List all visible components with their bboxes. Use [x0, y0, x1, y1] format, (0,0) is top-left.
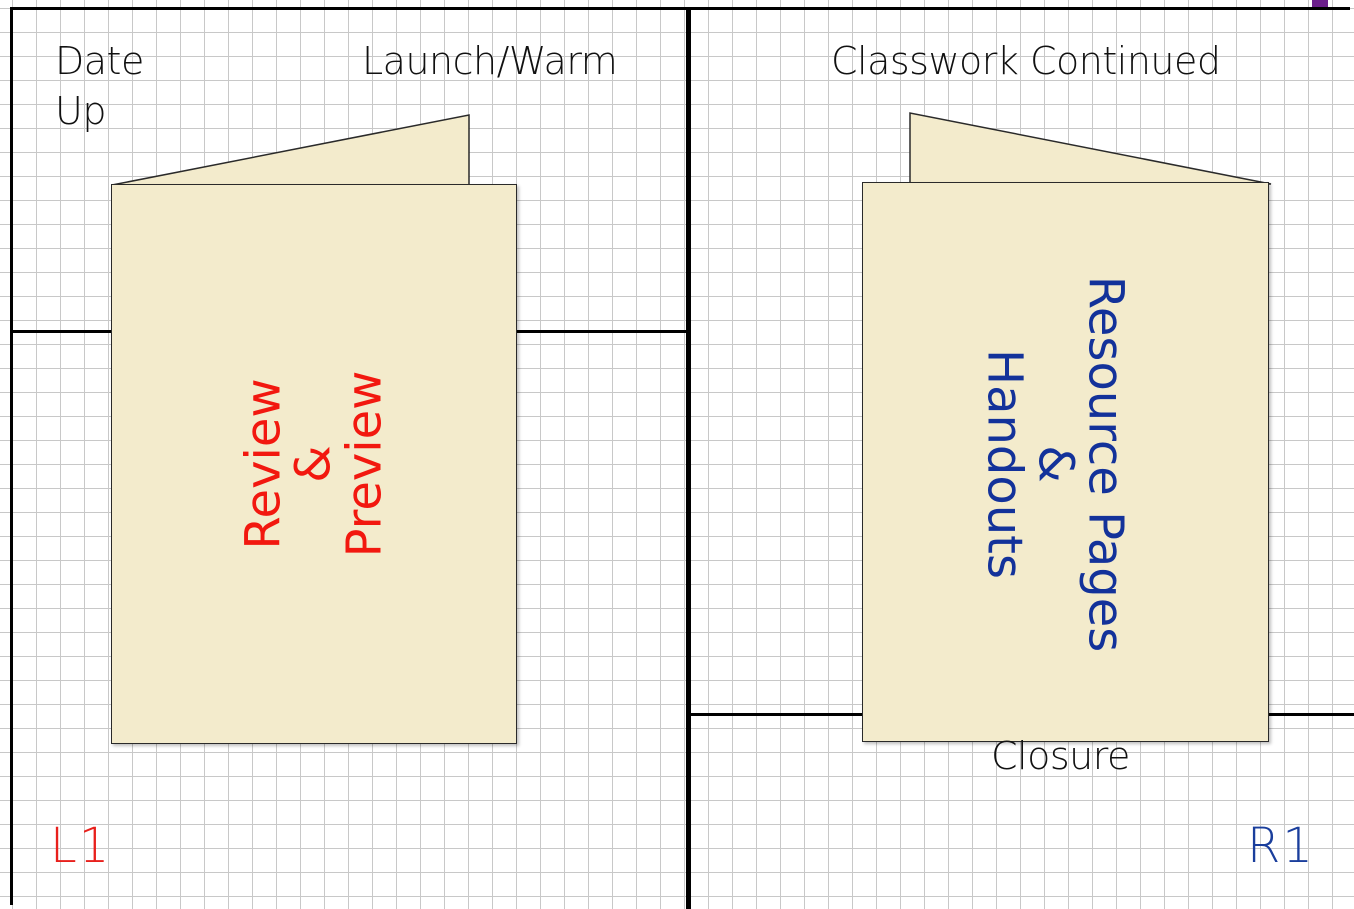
right-foldable-booklet [862, 182, 1269, 742]
preview-line: Preview [336, 370, 393, 558]
review-preview-text: Review & Preview [235, 370, 393, 558]
handouts-line: Handouts [976, 348, 1033, 579]
left-page-number: L1 [50, 818, 112, 874]
up-label: Up [55, 89, 106, 133]
resource-pages-line: Resource Pages [1077, 275, 1134, 653]
classwork-continued-label: Classwork Continued [831, 39, 1221, 83]
top-tab-marker [1312, 0, 1328, 7]
notebook-frame [10, 7, 1350, 905]
left-booklet-flap [111, 114, 470, 189]
date-label: Date [55, 39, 144, 83]
right-booklet-flap [909, 112, 1272, 187]
closure-label: Closure [991, 734, 1130, 778]
left-foldable-booklet [111, 184, 517, 744]
review-line: Review [235, 378, 292, 550]
resource-handouts-text: Resource Pages & Handouts [976, 275, 1134, 653]
right-page-number: R1 [1247, 818, 1315, 874]
center-binding-divider [686, 7, 691, 909]
launch-warm-label: Launch/Warm [362, 39, 618, 83]
ampersand-line: & [285, 445, 342, 483]
ampersand-line: & [1027, 445, 1084, 483]
